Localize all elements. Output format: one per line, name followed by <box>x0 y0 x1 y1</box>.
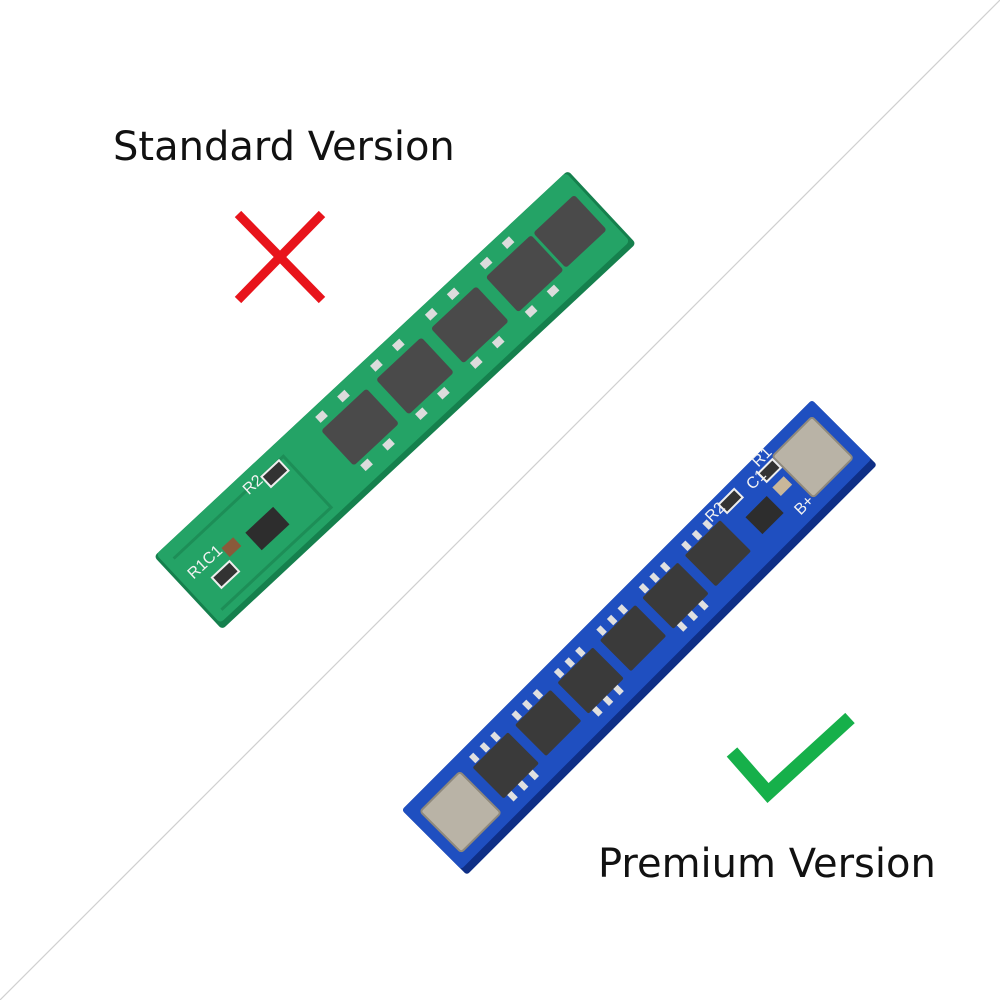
nickel-pad-positive <box>772 417 853 498</box>
standard-pcb-board: R1C1 R2 <box>155 172 635 628</box>
green-check-icon <box>726 712 855 803</box>
premium-version-caption: Premium Version <box>598 841 936 887</box>
mosfet-chips <box>473 520 751 798</box>
sot-chip <box>245 506 290 551</box>
nickel-pad-negative <box>420 772 501 853</box>
resistor-r2 <box>717 487 745 515</box>
resistor-r1 <box>210 559 241 590</box>
resistor-r2 <box>260 458 290 489</box>
premium-pcb-board: R2 C1 R1 B+ <box>403 401 876 874</box>
sot-chip <box>745 495 784 535</box>
red-x-icon <box>234 210 326 304</box>
resistor-r1 <box>756 457 783 484</box>
capacitor-c1 <box>772 476 793 496</box>
capacitor-c1 <box>221 537 242 557</box>
standard-version-caption: Standard Version <box>113 124 455 170</box>
mosfet-chips <box>322 195 606 465</box>
